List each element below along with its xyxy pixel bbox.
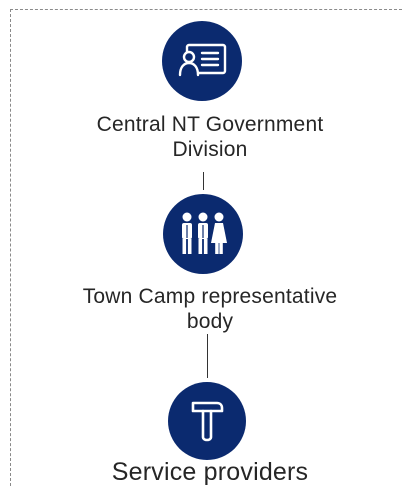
town-camp-node-circle [163,194,243,274]
service-providers-node-circle [168,382,246,460]
service-providers-node-label: Service providers [20,458,400,486]
government-label-line-1: Central NT Government [96,113,324,136]
government-node-circle [162,21,242,101]
town-camp-node-label: Town Camp representative body [20,284,400,334]
government-node-label: Central NT Government Division [20,112,400,162]
hammer-icon [191,401,224,442]
government-label-line-2: Division [172,138,248,161]
town-camp-label-line-1: Town Camp representative [82,285,338,308]
dashed-frame-top [10,9,402,10]
people-group-icon [182,212,227,254]
town-camp-label-line-2: body [186,310,234,333]
connector-line-2 [207,334,208,378]
connector-line-1 [203,172,204,190]
dashed-frame-left [10,9,11,486]
id-card-icon [178,43,227,77]
service-providers-label-line-1: Service providers [111,458,309,486]
